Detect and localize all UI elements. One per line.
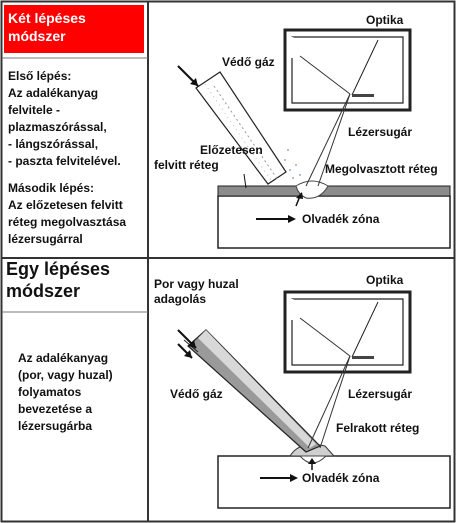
two-step-step2: Második lépés: Az előzetesen felvitt rét… <box>8 180 126 248</box>
laser-beam-bottom <box>299 317 351 449</box>
step1-line: felvitele - <box>8 103 61 117</box>
two-step-title: Két lépéses módszer <box>4 5 144 53</box>
two-step-title-line1: Két lépéses <box>8 10 86 26</box>
description-line: (por, vagy huzal) <box>18 368 113 382</box>
label-optics-bottom: Optika <box>366 273 404 287</box>
label-shield-gas-top: Védő gáz <box>222 55 275 69</box>
description-line: bevezetése a <box>18 402 93 416</box>
description-line: Az adalékanyag <box>18 351 109 365</box>
label-feed-1: Por vagy huzal <box>154 277 239 291</box>
label-melt-zone-top: Olvadék zóna <box>302 212 380 226</box>
label-laser-bottom: Lézersugár <box>348 387 412 401</box>
one-step-title-line1: Egy lépéses <box>6 259 111 279</box>
two-step-title-line2: módszer <box>8 28 66 44</box>
gas-spray <box>284 149 301 179</box>
label-melt-zone-bottom: Olvadék zóna <box>302 471 380 485</box>
optics-box <box>283 28 412 112</box>
optics-box-bottom <box>283 290 412 374</box>
one-step-description: Az adalékanyag (por, vagy huzal) folyama… <box>18 350 113 435</box>
label-melted-layer: Megolvasztott réteg <box>325 162 438 176</box>
gas-nozzle <box>195 71 287 185</box>
substrate-bottom <box>217 455 451 509</box>
one-step-diagram: Por vagy huzal adagolás Optika Védő gáz … <box>154 273 451 509</box>
label-optics-top: Optika <box>366 13 404 27</box>
step2-line: lézersugárral <box>8 232 83 246</box>
substrate <box>217 195 451 249</box>
laser-beam <box>299 55 351 187</box>
step1-line: Az adalékanyag <box>8 86 99 100</box>
label-preapplied-1: Előzetesen <box>200 143 263 157</box>
step2-line: Második lépés: <box>8 181 95 195</box>
step1-line: Első lépés: <box>8 69 72 83</box>
step2-line: Az előzetesen felvitt <box>8 198 123 212</box>
label-preapplied-2: felvitt réteg <box>154 158 219 172</box>
optics-mirror-bottom <box>352 356 374 359</box>
step1-line: plazmaszórással, <box>8 120 107 134</box>
label-deposited-layer: Felrakott réteg <box>336 421 419 435</box>
optics-mirror <box>352 94 374 97</box>
two-step-diagram: Védő gáz Optika Lézersugár Előzetesen fe… <box>154 13 451 249</box>
description-line: folyamatos <box>18 385 82 399</box>
label-laser-top: Lézersugár <box>348 125 412 139</box>
step1-line: - paszta felvitelével. <box>8 154 121 168</box>
step2-line: réteg megolvasztása <box>8 215 127 229</box>
label-feed-2: adagolás <box>154 292 206 306</box>
label-shield-gas-bottom: Védő gáz <box>170 387 223 401</box>
two-step-step1: Első lépés: Az adalékanyag felvitele - p… <box>8 68 121 170</box>
feed-nozzle <box>183 329 322 453</box>
melt-pool <box>295 180 329 199</box>
one-step-title-line2: módszer <box>6 281 81 301</box>
description-line: lézersugárba <box>18 419 93 433</box>
preapplied-layer <box>217 185 451 197</box>
step1-line: - lángszórással, <box>8 137 99 151</box>
one-step-title: Egy lépéses módszer <box>6 258 110 302</box>
